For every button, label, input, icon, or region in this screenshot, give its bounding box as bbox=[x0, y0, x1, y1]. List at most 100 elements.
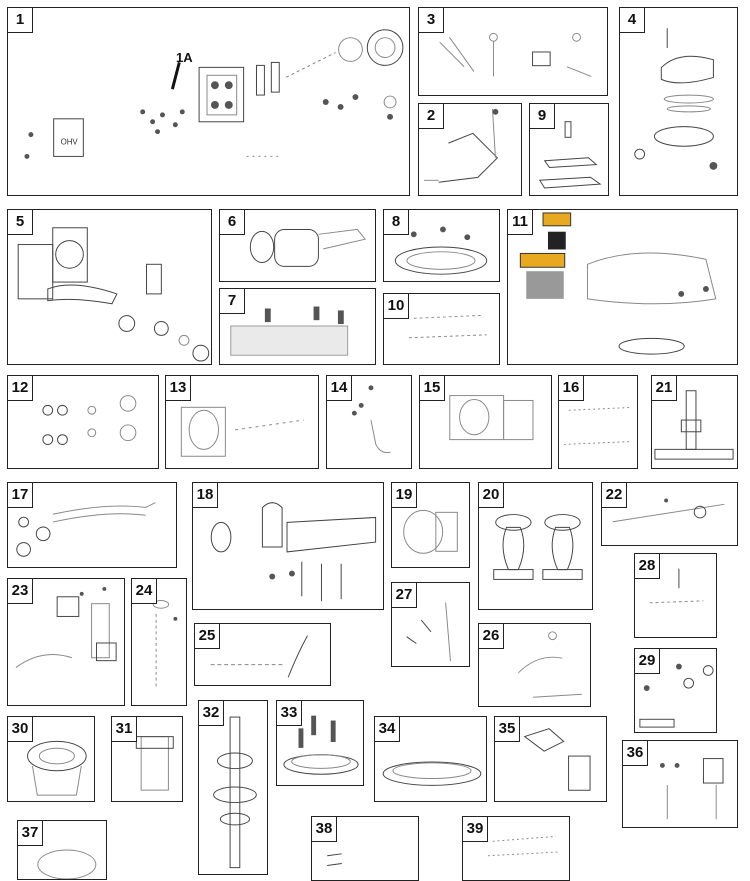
panel-number: 31 bbox=[112, 717, 137, 742]
sump-illustration bbox=[210, 502, 377, 602]
panel-number: 4 bbox=[620, 8, 645, 33]
base-gasket-illustration bbox=[563, 406, 633, 445]
panel-21-crankshaft[interactable]: 21 bbox=[651, 375, 738, 469]
panel-5-gaskets[interactable]: 5 bbox=[7, 209, 212, 365]
cylinder-block-illustration bbox=[449, 395, 534, 441]
pins-illustration bbox=[327, 853, 342, 866]
panel-number: 19 bbox=[392, 483, 417, 508]
panel-19-piston[interactable]: 19 bbox=[391, 482, 470, 568]
panel-17-dipstick-tube[interactable]: 17 bbox=[7, 482, 177, 568]
panel-18-sump[interactable]: 18 bbox=[192, 482, 384, 610]
panel-15-cylinder-block[interactable]: 15 bbox=[419, 375, 552, 469]
panel-10-gasket-set[interactable]: 10 bbox=[383, 293, 500, 365]
control-bracket-illustration bbox=[659, 758, 724, 820]
panel-number: 20 bbox=[479, 483, 504, 508]
panel-number: 18 bbox=[193, 483, 218, 508]
panel-13-crankcase[interactable]: 13 bbox=[165, 375, 319, 469]
cover-plate-illustration bbox=[523, 728, 591, 791]
panel-34-ring-gear[interactable]: 34 bbox=[374, 716, 487, 802]
panel-2-throttle-link[interactable]: 2 bbox=[418, 103, 522, 196]
rotating-screen-illustration bbox=[394, 226, 488, 275]
muffler-illustration bbox=[249, 228, 366, 267]
panel-9-oil-filter[interactable]: 9 bbox=[529, 103, 609, 196]
governor-shaft-illustration bbox=[518, 631, 582, 698]
panel-6-muffler[interactable]: 6 bbox=[219, 209, 376, 282]
panel-31-starter[interactable]: 31 bbox=[111, 716, 183, 802]
panel-number: 7 bbox=[220, 289, 245, 314]
gasket-set-illustration bbox=[408, 314, 487, 339]
oil-filter-illustration bbox=[538, 121, 602, 189]
panel-38-pins[interactable]: 38 bbox=[311, 816, 419, 881]
panel-20-connecting-rods[interactable]: 20 bbox=[478, 482, 593, 610]
panel-number: 21 bbox=[652, 376, 677, 401]
fuel-pump-illustration bbox=[15, 586, 117, 668]
panel-3-governor[interactable]: 3 bbox=[418, 7, 608, 96]
panel-14-breather[interactable]: 14 bbox=[326, 375, 412, 469]
panel-number: 33 bbox=[277, 701, 302, 726]
panel-32-shaft-assembly[interactable]: 32 bbox=[198, 700, 268, 875]
panel-number: 9 bbox=[530, 104, 555, 129]
panel-27-rocker-arm[interactable]: 27 bbox=[391, 582, 470, 667]
panel-36-control-bracket[interactable]: 36 bbox=[622, 740, 738, 828]
panel-number: 23 bbox=[8, 579, 33, 604]
panel-33-gear[interactable]: 33 bbox=[276, 700, 364, 786]
panel-12-valves[interactable]: 12 bbox=[7, 375, 159, 469]
panel-16-base-gasket[interactable]: 16 bbox=[558, 375, 638, 469]
muffler-guard-illustration bbox=[230, 306, 349, 356]
panel-number: 2 bbox=[419, 104, 444, 129]
panel-35-cover-plate[interactable]: 35 bbox=[494, 716, 607, 802]
flywheel-fan-illustration bbox=[27, 740, 87, 796]
ring-gear-illustration bbox=[382, 761, 482, 786]
bearing-illustration bbox=[649, 568, 704, 604]
panel-number: 29 bbox=[635, 649, 660, 674]
panel-8-rotating-screen[interactable]: 8 bbox=[383, 209, 500, 282]
panel-37-pulley[interactable]: 37 bbox=[17, 820, 107, 880]
panel-25-pushrods[interactable]: 25 bbox=[194, 623, 331, 686]
panel-number: 12 bbox=[8, 376, 33, 401]
panel-39-seal[interactable]: 39 bbox=[462, 816, 570, 881]
panel-number: 37 bbox=[18, 821, 43, 846]
panel-4-blower-housing[interactable]: 4 bbox=[619, 7, 738, 196]
panel-number: 28 bbox=[635, 554, 660, 579]
panel-1-cylinder-head[interactable]: 1 1A OHV bbox=[7, 7, 410, 196]
crankcase-illustration bbox=[180, 406, 304, 457]
panel-23-fuel-pump[interactable]: 23 bbox=[7, 578, 125, 706]
panel-number: 30 bbox=[8, 717, 33, 742]
panel-24-valve-lifter[interactable]: 24 bbox=[131, 578, 187, 706]
panel-number: 17 bbox=[8, 483, 33, 508]
panel-22-camshaft[interactable]: 22 bbox=[601, 482, 738, 546]
pulley-illustration bbox=[37, 849, 97, 879]
panel-number: 15 bbox=[420, 376, 445, 401]
panel-29-screws[interactable]: 29 bbox=[634, 648, 717, 733]
governor-illustration bbox=[439, 32, 592, 77]
piston-illustration bbox=[403, 509, 458, 554]
panel-number: 32 bbox=[199, 701, 224, 726]
decals-cover-illustration bbox=[519, 212, 717, 355]
svg-text:OHV: OHV bbox=[61, 138, 79, 147]
crankshaft-illustration bbox=[654, 390, 734, 460]
panel-number: 6 bbox=[220, 210, 245, 235]
cylinder-head-illustration: OHV bbox=[24, 29, 404, 159]
panel-7-muffler-guard[interactable]: 7 bbox=[219, 288, 376, 365]
panel-number: 14 bbox=[327, 376, 352, 401]
blower-housing-illustration bbox=[634, 28, 718, 170]
panel-number: 13 bbox=[166, 376, 191, 401]
panel-number: 27 bbox=[392, 583, 417, 608]
callout-1a: 1A bbox=[176, 50, 193, 65]
panel-26-governor-shaft[interactable]: 26 bbox=[478, 623, 591, 707]
panel-number: 11 bbox=[508, 210, 533, 235]
panel-number: 26 bbox=[479, 624, 504, 649]
panel-number: 5 bbox=[8, 210, 33, 235]
panel-number: 36 bbox=[623, 741, 648, 766]
panel-number: 3 bbox=[419, 8, 444, 33]
valve-lifter-illustration bbox=[152, 600, 178, 687]
seal-illustration bbox=[487, 835, 561, 857]
panel-30-flywheel-fan[interactable]: 30 bbox=[7, 716, 95, 802]
panel-number: 38 bbox=[312, 817, 337, 842]
panel-28-bearing[interactable]: 28 bbox=[634, 553, 717, 638]
panel-number: 22 bbox=[602, 483, 627, 508]
panel-11-decals-cover[interactable]: 11 bbox=[507, 209, 738, 365]
rocker-arm-illustration bbox=[406, 602, 451, 662]
panel-number: 25 bbox=[195, 624, 220, 649]
dipstick-tube-illustration bbox=[16, 502, 156, 557]
